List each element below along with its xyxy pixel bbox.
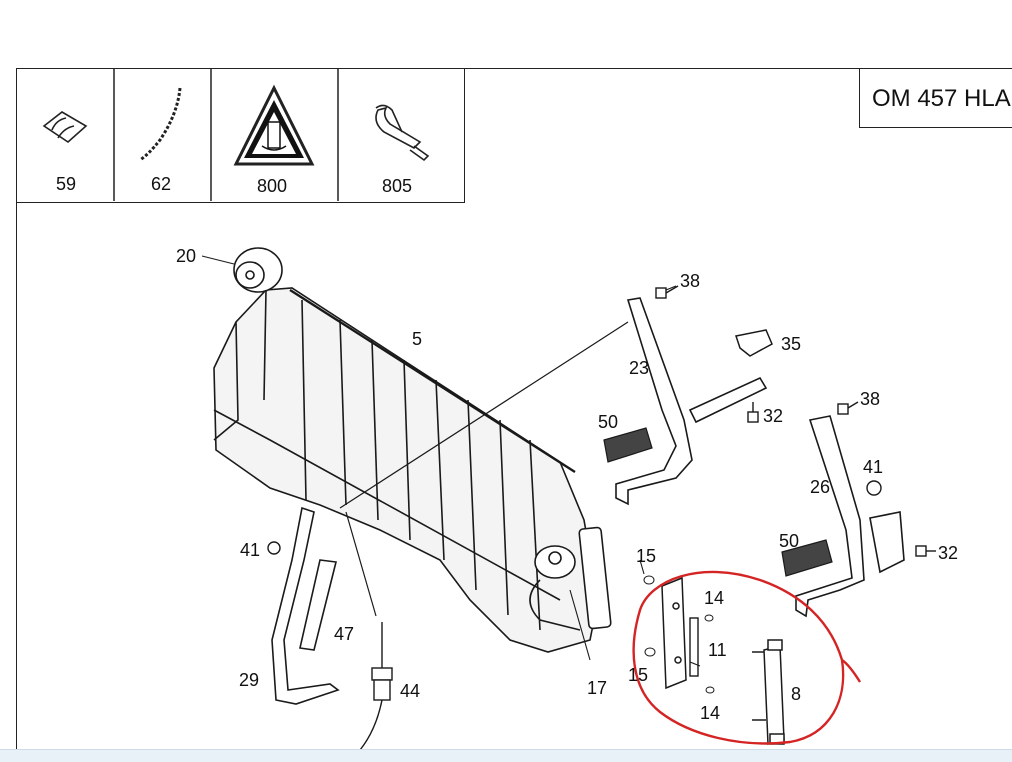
callout-50b: 50 <box>779 531 800 551</box>
chain-icon <box>139 87 182 162</box>
callout-41a: 41 <box>240 540 261 560</box>
bolt-38b <box>837 401 859 415</box>
cable-tie-icon <box>375 104 430 162</box>
clip-35 <box>735 329 773 357</box>
callout-23: 23 <box>629 358 650 378</box>
expansion-tank <box>213 247 612 653</box>
warning-coolant-icon <box>233 84 315 166</box>
callout-11: 11 <box>708 640 727 660</box>
legend-label-800: 800 <box>257 176 288 196</box>
callout-32a: 32 <box>763 406 784 426</box>
strap-29 <box>271 506 340 705</box>
nut-41a <box>267 541 281 555</box>
engine-title-box: OM 457 HLA <box>859 68 1012 128</box>
sensor-44 <box>359 622 393 751</box>
legend-table <box>16 68 465 203</box>
bracket-26 <box>795 415 905 618</box>
bracket-23 <box>615 297 768 506</box>
callout-32b: 32 <box>938 543 959 563</box>
plate-15 <box>661 576 687 690</box>
callout-38b: 38 <box>860 389 881 409</box>
leader-lines <box>201 255 701 667</box>
drawing-frame <box>16 68 1012 759</box>
callout-15a: 15 <box>636 546 657 566</box>
engine-title: OM 457 HLA <box>872 85 1011 112</box>
callout-5: 5 <box>412 329 423 349</box>
callout-26: 26 <box>810 477 831 497</box>
pad-50b <box>781 539 833 577</box>
callout-41b: 41 <box>863 457 884 477</box>
bolt-38a <box>655 285 679 299</box>
callout-35: 35 <box>781 334 802 354</box>
callout-47: 47 <box>334 624 355 644</box>
callout-44: 44 <box>400 681 421 701</box>
pad-50a <box>603 427 653 463</box>
nut-41b <box>866 480 882 496</box>
callout-50a: 50 <box>598 412 619 432</box>
callout-8: 8 <box>791 684 802 704</box>
bolt-32a <box>747 402 759 423</box>
bolt-32b <box>915 545 936 557</box>
legend-label-805: 805 <box>382 176 413 196</box>
washer-15b <box>644 647 656 657</box>
pin-11 <box>689 617 699 677</box>
washer-15a <box>643 575 655 585</box>
legend-label-59: 59 <box>56 174 77 194</box>
clamp-icon <box>42 111 88 144</box>
callout-14b: 14 <box>700 703 721 723</box>
legend-label-62: 62 <box>151 174 172 194</box>
callout-14a: 14 <box>704 588 725 608</box>
callout-20: 20 <box>176 246 197 266</box>
washer-14a <box>704 614 714 622</box>
rod-8 <box>752 639 785 745</box>
washer-14b <box>705 686 715 694</box>
callout-29: 29 <box>239 670 260 690</box>
bottom-scroll-bar <box>0 749 1012 762</box>
red-annotation-circle <box>632 570 862 745</box>
callout-38a: 38 <box>680 271 701 291</box>
callout-15b: 15 <box>628 665 649 685</box>
callout-17: 17 <box>587 678 608 698</box>
